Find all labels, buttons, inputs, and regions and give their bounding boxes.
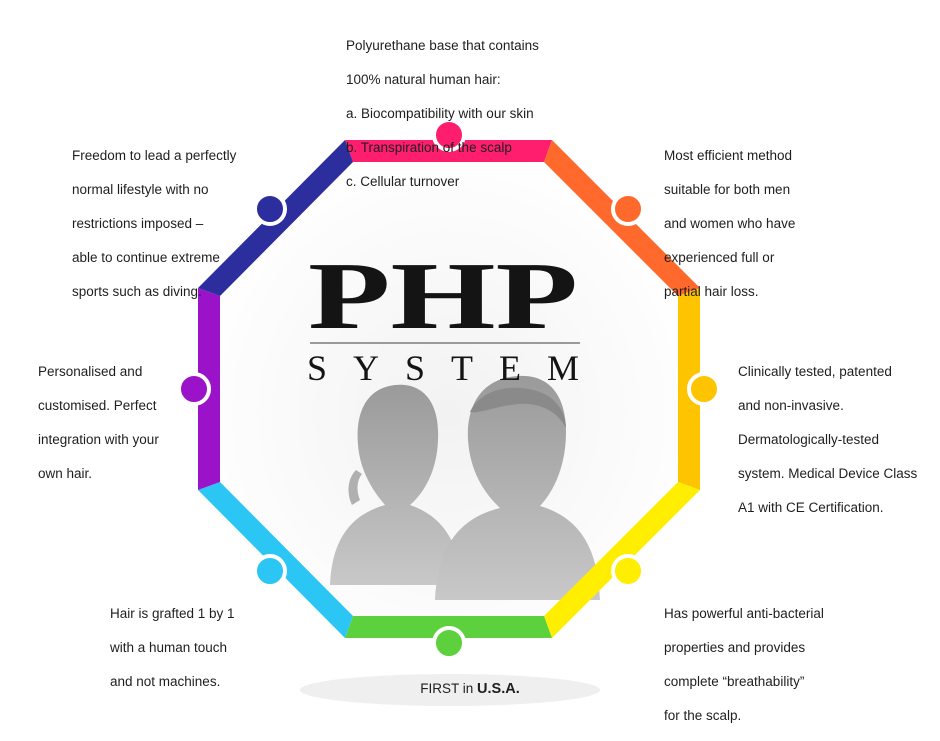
note-upper-left: Freedom to lead a perfectly normal lifes… (72, 130, 272, 317)
note-line: 100% natural human hair: (346, 72, 501, 87)
note-line: normal lifestyle with no (72, 182, 209, 197)
note-line: Has powerful anti-bacterial (664, 606, 824, 621)
note-line: b. Transpiration of the scalp (346, 140, 512, 155)
note-line: experienced full or (664, 250, 775, 265)
note-top: Polyurethane base that contains 100% nat… (346, 20, 606, 207)
note-left: Personalised and customised. Perfect int… (38, 346, 198, 499)
note-line: restrictions imposed – (72, 216, 204, 231)
note-line: for the scalp. (664, 708, 742, 723)
note-line: and women who have (664, 216, 796, 231)
note-line: able to continue extreme (72, 250, 220, 265)
note-line: complete “breathability” (664, 674, 805, 689)
node-dots (177, 118, 721, 660)
note-line: system. Medical Device Class (738, 466, 918, 481)
note-line: and not machines. (110, 674, 221, 689)
woman-silhouette-icon (330, 384, 462, 585)
note-line: a. Biocompatibility with our skin (346, 106, 534, 121)
node-left (177, 372, 211, 406)
note-line: and non-invasive. (738, 398, 844, 413)
node-right (687, 372, 721, 406)
note-line: suitable for both men (664, 182, 791, 197)
note-bottom: FIRST in U.S.A. (360, 680, 580, 698)
note-line: Dermatologically-tested (738, 432, 880, 447)
note-upper-right: Most efficient method suitable for both … (664, 130, 864, 317)
floor-shadow (300, 674, 600, 706)
note-line: customised. Perfect (38, 398, 157, 413)
note-line: partial hair loss. (664, 284, 759, 299)
note-line: Polyurethane base that contains (346, 38, 539, 53)
node-bottom (432, 626, 466, 660)
node-lower-left (253, 554, 287, 588)
note-lower-right: Has powerful anti-bacterial properties a… (664, 588, 864, 741)
note-line: with a human touch (110, 640, 228, 655)
note-line: c. Cellular turnover (346, 174, 460, 189)
man-silhouette-icon (435, 375, 600, 600)
note-line: properties and provides (664, 640, 806, 655)
note-line: own hair. (38, 466, 93, 481)
node-upper-left (253, 192, 287, 226)
note-line: sports such as diving. (72, 284, 202, 299)
node-upper-right (611, 192, 645, 226)
note-line: Hair is grafted 1 by 1 (110, 606, 235, 621)
note-line: Most efficient method (664, 148, 793, 163)
logo-main: PHP (308, 242, 578, 349)
note-line: Freedom to lead a perfectly (72, 148, 237, 163)
node-lower-right (611, 554, 645, 588)
node-top (432, 118, 466, 152)
note-bottom-emphasis: U.S.A. (477, 681, 520, 697)
note-bottom-prefix: FIRST in (420, 681, 478, 696)
note-right: Clinically tested, patented and non-inva… (738, 346, 938, 533)
note-line: A1 with CE Certification. (738, 500, 884, 515)
note-line: integration with your (38, 432, 159, 447)
note-line: Personalised and (38, 364, 143, 379)
note-line: Clinically tested, patented (738, 364, 892, 379)
octagon-interior (210, 140, 688, 638)
note-lower-left: Hair is grafted 1 by 1 with a human touc… (110, 588, 270, 707)
